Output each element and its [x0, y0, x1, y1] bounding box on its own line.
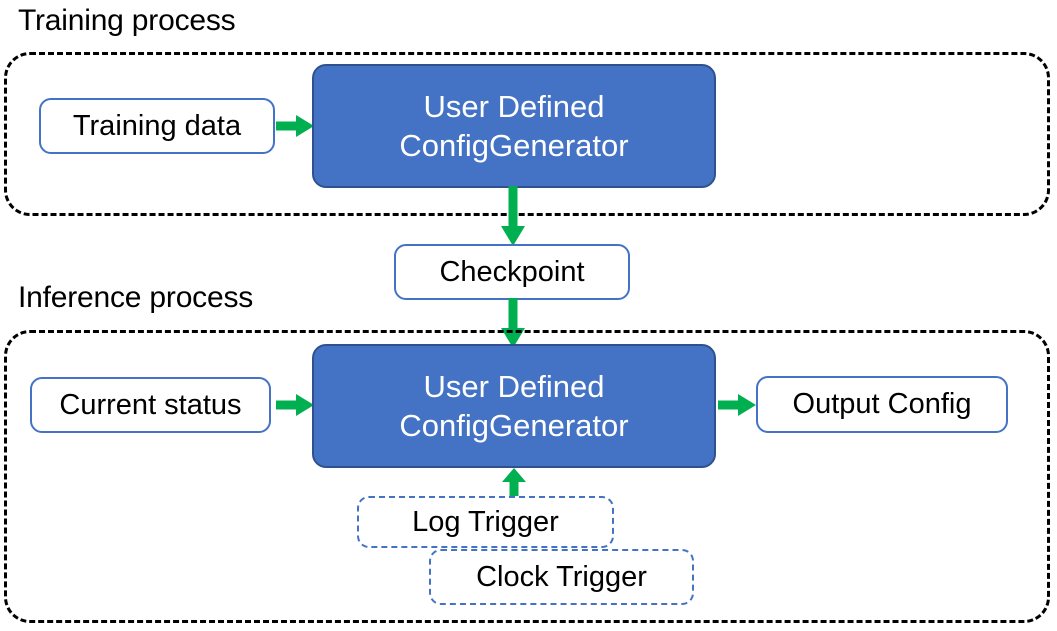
node-output-config[interactable]: Output Config	[756, 376, 1008, 433]
arrow-checkpoint-to-inference-generator	[501, 298, 525, 348]
arrow-current-status-to-generator	[276, 394, 314, 416]
inference-generator-line1: User Defined	[423, 369, 605, 404]
inference-generator-line2: ConfigGenerator	[399, 408, 629, 443]
node-inference-config-generator[interactable]: User Defined ConfigGenerator	[312, 344, 716, 468]
training-generator-line1: User Defined	[423, 89, 605, 124]
node-clock-trigger[interactable]: Clock Trigger	[429, 549, 694, 605]
training-process-container	[4, 52, 1050, 216]
arrow-generator-to-checkpoint	[501, 186, 525, 246]
node-training-config-generator[interactable]: User Defined ConfigGenerator	[312, 64, 716, 188]
training-generator-line2: ConfigGenerator	[399, 128, 629, 163]
node-checkpoint[interactable]: Checkpoint	[394, 244, 630, 300]
section-label-training: Training process	[18, 4, 236, 37]
section-label-inference: Inference process	[18, 281, 254, 314]
arrow-generator-to-output-config	[718, 394, 756, 416]
arrow-training-data-to-generator	[276, 115, 314, 137]
node-training-data[interactable]: Training data	[39, 98, 275, 154]
node-current-status[interactable]: Current status	[30, 377, 271, 433]
node-log-trigger[interactable]: Log Trigger	[357, 496, 614, 548]
inference-process-container	[4, 330, 1050, 623]
